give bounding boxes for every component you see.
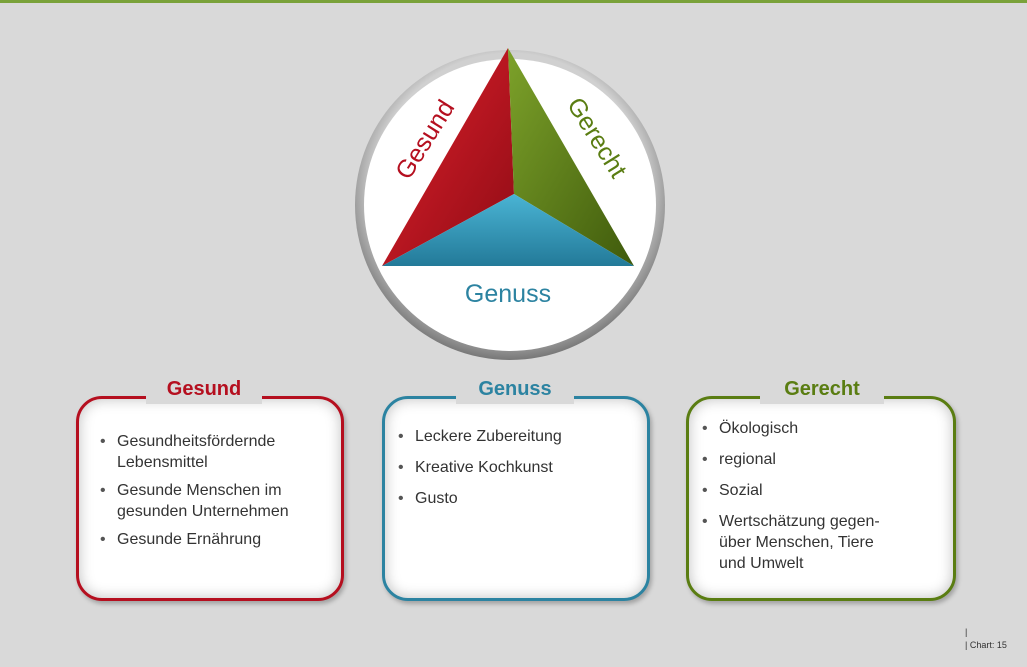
- footer-chart-label: | Chart: 15: [965, 640, 1007, 650]
- genuss-list: •Leckere Zubereitung •Kreative Kochkunst…: [385, 399, 647, 509]
- card-genuss: •Leckere Zubereitung •Kreative Kochkunst…: [382, 396, 650, 601]
- segment-gerecht: [508, 48, 634, 266]
- card-title-genuss: Genuss: [456, 374, 574, 404]
- triangle-emblem: Gesund Gerecht Genuss: [355, 48, 665, 360]
- list-item: •Kreative Kochkunst: [398, 459, 553, 476]
- list-item: •Wertschätzung gegen-über Menschen, Tier…: [702, 513, 880, 572]
- list-item: •Gesunde Ernährung: [100, 531, 262, 548]
- card-title-gesund: Gesund: [146, 374, 262, 404]
- list-item: •Leckere Zubereitung: [398, 428, 562, 445]
- list-item: •Gusto: [398, 490, 458, 507]
- card-title-gerecht: Gerecht: [760, 374, 884, 404]
- segment-genuss: [382, 194, 634, 266]
- card-gerecht: •Ökologisch •regional •Sozial •Wertschät…: [686, 396, 956, 601]
- footer-marker: |: [965, 627, 968, 637]
- top-accent-rule: [0, 0, 1027, 3]
- list-item: •Sozial: [702, 482, 763, 499]
- gerecht-list: •Ökologisch •regional •Sozial •Wertschät…: [689, 399, 953, 574]
- list-item: •Ökologisch: [702, 420, 799, 437]
- list-item: •regional: [702, 451, 776, 468]
- emblem-label-genuss: Genuss: [465, 280, 551, 308]
- segment-gesund: [382, 48, 514, 266]
